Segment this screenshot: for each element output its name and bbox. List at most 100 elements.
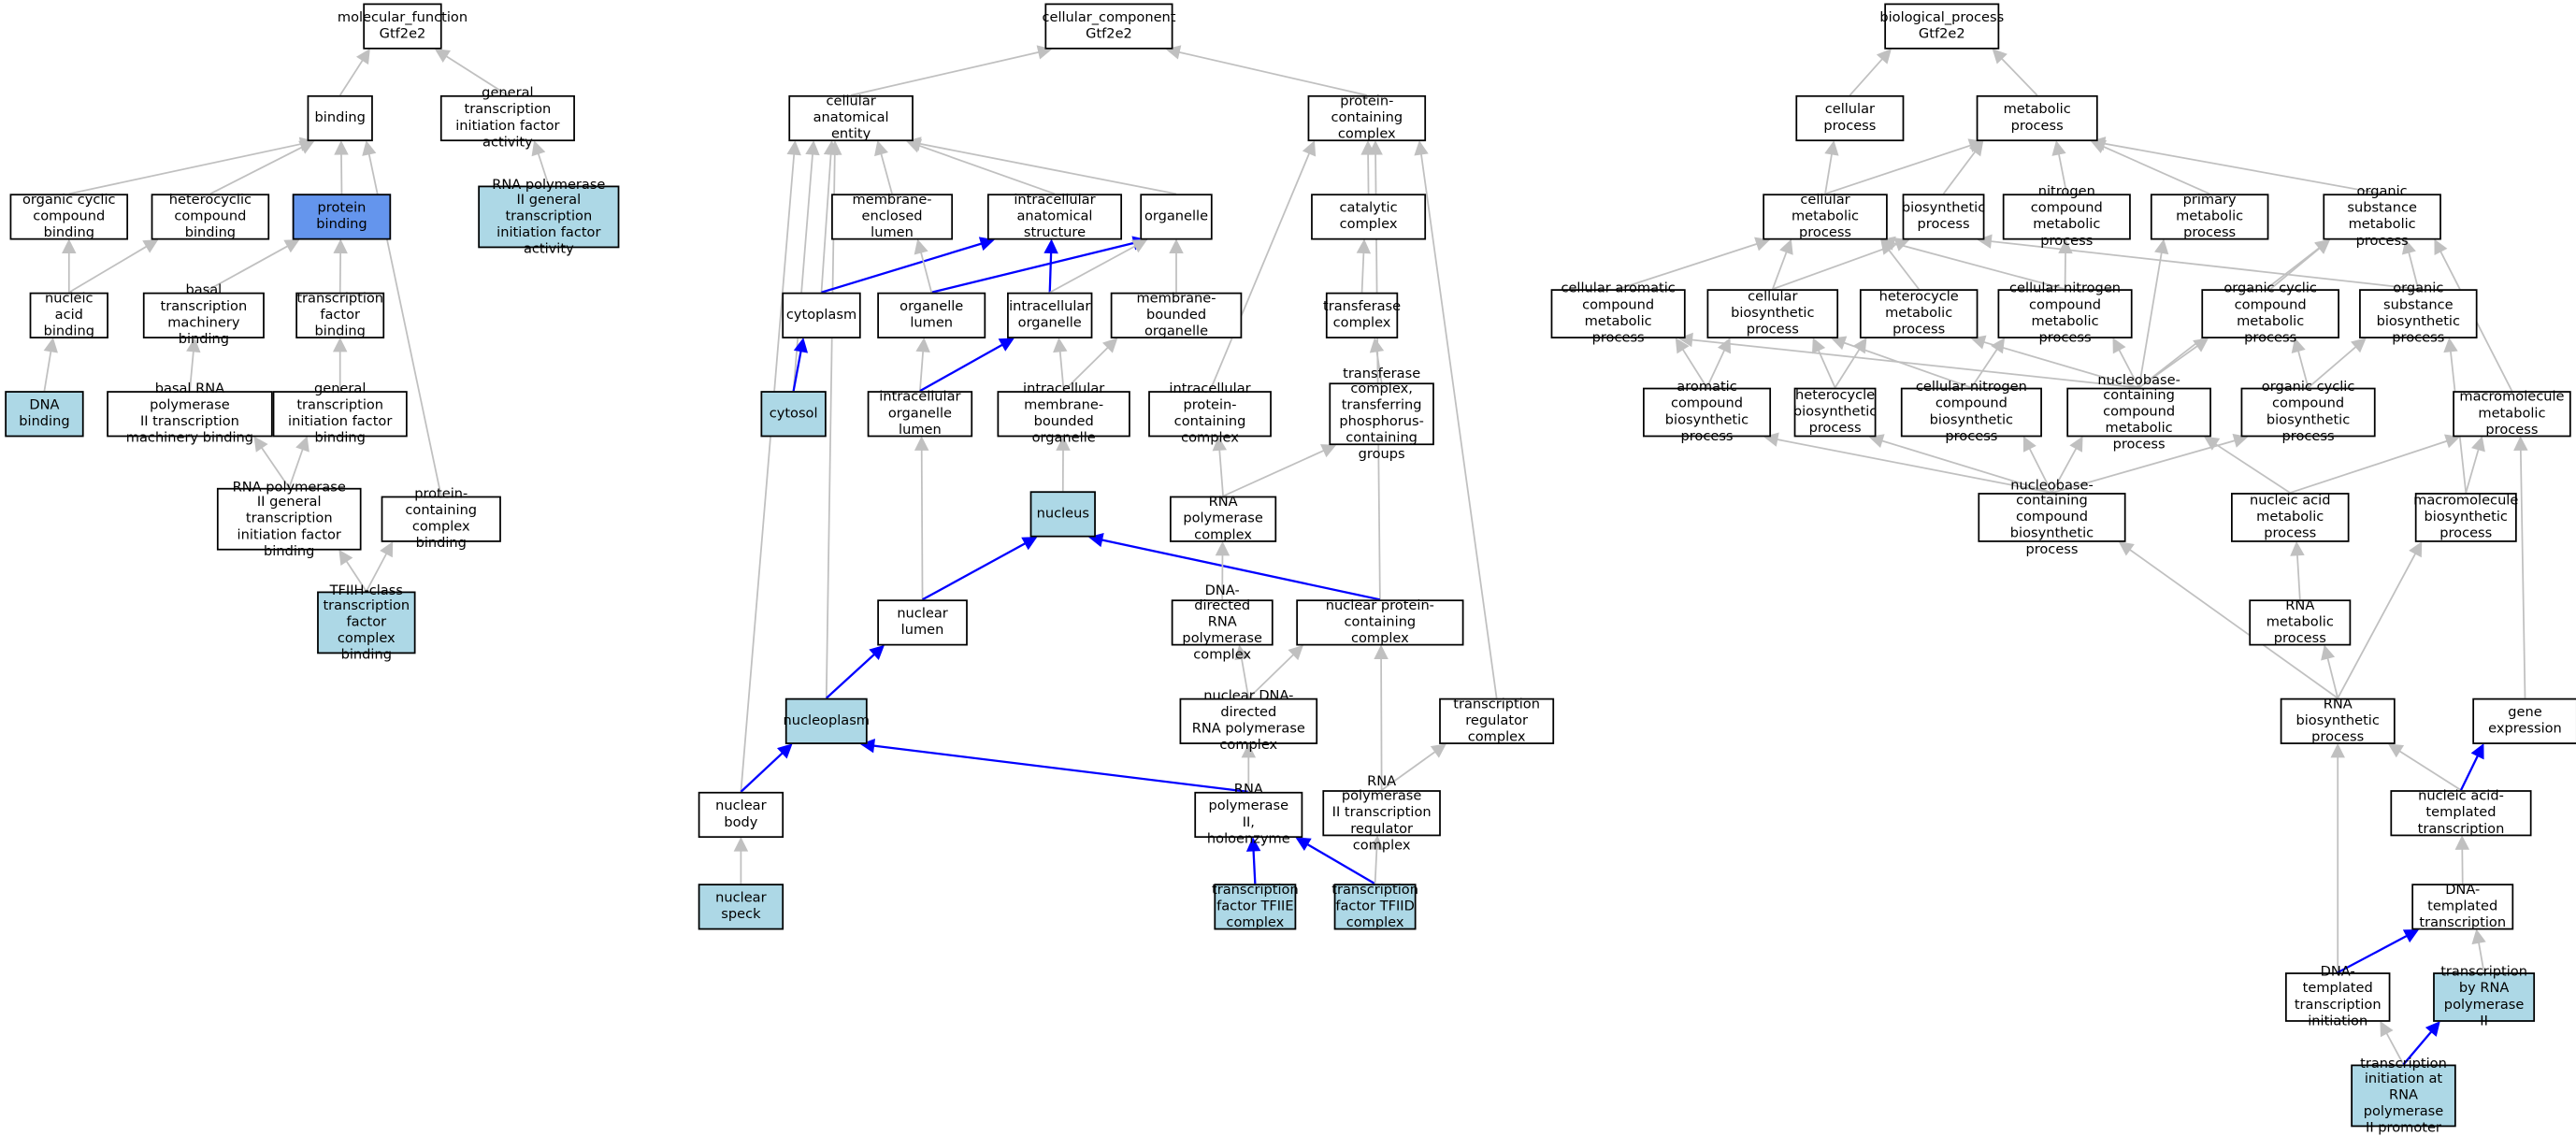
node-cc[interactable]: cellular_component Gtf2e2	[1044, 4, 1173, 50]
node-ge[interactable]: gene expression	[2472, 698, 2576, 744]
node-nucleus[interactable]: nucleus	[1030, 491, 1096, 537]
node-hmp[interactable]: heterocycle metabolic process	[1860, 289, 1979, 338]
node-osmp[interactable]: organic substance metabolic process	[2323, 194, 2441, 239]
node-tfb[interactable]: transcription factor binding	[295, 293, 384, 338]
node-pccb[interactable]: protein-containing complex binding	[381, 496, 501, 542]
node-rnapgtifb[interactable]: RNA polymerase II general transcription …	[217, 488, 362, 551]
edge-rnamp-to-namp	[2291, 542, 2304, 599]
node-rnapc[interactable]: RNA polymerase complex	[1170, 496, 1276, 542]
node-label: protein binding	[299, 201, 384, 233]
node-natt[interactable]: nucleic acid-templated transcription	[2390, 790, 2531, 836]
node-tfiie[interactable]: transcription factor TFIIE complex	[1214, 884, 1296, 929]
node-mf[interactable]: molecular_function Gtf2e2	[363, 4, 441, 50]
node-rnaptrc[interactable]: RNA polymerase II transcription regulato…	[1322, 790, 1441, 836]
node-gtifa[interactable]: general transcription initiation factor …	[440, 95, 575, 141]
node-bp[interactable]: biological_process Gtf2e2	[1884, 4, 1999, 50]
node-tirnap[interactable]: transcription initiation at RNA polymera…	[2351, 1065, 2455, 1128]
node-mbo[interactable]: membrane-bounded organelle	[1111, 293, 1243, 338]
node-ncmp[interactable]: nitrogen compound metabolic process	[2003, 194, 2131, 239]
node-gtifb[interactable]: general transcription initiation factor …	[273, 391, 408, 437]
node-occbp[interactable]: organic cyclic compound biosynthetic pro…	[2241, 388, 2376, 438]
node-binding[interactable]: binding	[308, 95, 373, 141]
node-organelle[interactable]: organelle	[1140, 194, 1212, 239]
node-cytosol[interactable]: cytosol	[760, 391, 826, 437]
node-tfiid[interactable]: transcription factor TFIID complex	[1334, 884, 1417, 929]
node-nbccmp[interactable]: nucleobase-containing compound metabolic…	[2066, 388, 2211, 438]
node-label: TFIIH-class transcription factor complex…	[323, 582, 410, 663]
node-rnapgtifa[interactable]: RNA polymerase II general transcription …	[478, 186, 619, 249]
node-ipcc[interactable]: intracellular protein-containing complex	[1148, 391, 1272, 437]
node-label: RNA metabolic process	[2255, 598, 2344, 647]
edge-ns-to-nb	[734, 838, 747, 884]
node-label: nuclear protein-containing complex	[1302, 598, 1457, 647]
node-mmp[interactable]: macromolecule metabolic process	[2453, 391, 2571, 437]
node-acbp[interactable]: aromatic compound biosynthetic process	[1643, 388, 1771, 438]
node-nb[interactable]: nuclear body	[698, 792, 784, 838]
node-ias[interactable]: intracellular anatomical structure	[987, 194, 1122, 239]
node-rnamp[interactable]: RNA metabolic process	[2249, 599, 2351, 645]
node-rnapholo[interactable]: RNA polymerase II, holoenzyme	[1194, 792, 1302, 838]
node-hcb[interactable]: heterocyclic compound binding	[151, 194, 270, 239]
node-hbp[interactable]: heterocycle biosynthetic process	[1794, 388, 1877, 438]
node-label: organic cyclic compound binding	[17, 193, 122, 241]
node-dtti[interactable]: DNA-templated transcription initiation	[2285, 972, 2390, 1022]
node-mbp[interactable]: macromolecule biosynthetic process	[2415, 493, 2517, 542]
node-dtt[interactable]: DNA-templated transcription	[2411, 884, 2513, 929]
node-dnab[interactable]: DNA binding	[5, 391, 83, 437]
node-label: DNA binding	[11, 398, 77, 430]
node-namp[interactable]: nucleic acid metabolic process	[2231, 493, 2350, 542]
node-tctpg[interactable]: transferase complex, transferring phosph…	[1329, 382, 1433, 445]
node-cytoplasm[interactable]: cytoplasm	[782, 293, 860, 338]
node-label: primary metabolic process	[2157, 193, 2262, 241]
node-rnabp[interactable]: RNA biosynthetic process	[2281, 698, 2396, 744]
edge-mp-to-bp	[1993, 50, 2036, 95]
node-ol[interactable]: organelle lumen	[877, 293, 986, 338]
edge-nb-to-cae	[741, 141, 800, 792]
node-label: RNA polymerase II general transcription …	[223, 479, 355, 559]
node-mp[interactable]: metabolic process	[1977, 95, 2098, 141]
node-nl[interactable]: nuclear lumen	[877, 599, 968, 645]
node-npcc[interactable]: nuclear protein-containing complex	[1296, 599, 1463, 645]
node-nbccbp[interactable]: nucleobase-containing compound biosynthe…	[1978, 493, 2125, 542]
node-tfiih[interactable]: TFIIH-class transcription factor complex…	[317, 592, 415, 654]
node-imbo[interactable]: intracellular membrane-bounded organelle	[997, 391, 1130, 437]
node-ddrnapc[interactable]: DNA-directed RNA polymerase complex	[1172, 599, 1274, 645]
node-bsp[interactable]: biosynthetic process	[1903, 194, 1985, 239]
node-tc[interactable]: transferase complex	[1326, 293, 1398, 338]
node-label: RNA polymerase II general transcription …	[484, 177, 612, 257]
node-osbp[interactable]: organic substance biosynthetic process	[2359, 289, 2478, 338]
node-iol[interactable]: intracellular organelle lumen	[868, 391, 972, 437]
node-pmp[interactable]: primary metabolic process	[2151, 194, 2269, 239]
node-catc[interactable]: catalytic complex	[1311, 194, 1426, 239]
node-cbp[interactable]: cellular biosynthetic process	[1707, 289, 1839, 338]
node-pb[interactable]: protein binding	[293, 194, 391, 239]
node-cae[interactable]: cellular anatomical entity	[788, 95, 914, 141]
node-label: binding	[315, 110, 366, 126]
node-label: nucleobase-containing compound biosynthe…	[1984, 477, 2119, 557]
node-cacmp[interactable]: cellular aromatic compound metabolic pro…	[1551, 289, 1686, 338]
node-trc[interactable]: transcription regulator complex	[1439, 698, 1554, 744]
node-btmb[interactable]: basal transcription machinery binding	[143, 293, 265, 338]
node-ns[interactable]: nuclear speck	[698, 884, 784, 929]
node-io[interactable]: intracellular organelle	[1007, 293, 1092, 338]
node-label: metabolic process	[1983, 102, 2092, 134]
node-occmp[interactable]: organic cyclic compound metabolic proces…	[2201, 289, 2339, 338]
node-trnap[interactable]: transcription by RNA polymerase II	[2433, 972, 2535, 1022]
node-cp[interactable]: cellular process	[1795, 95, 1904, 141]
node-nddrnapc[interactable]: nuclear DNA-directed RNA polymerase comp…	[1180, 698, 1318, 744]
node-nucleoplasm[interactable]: nucleoplasm	[785, 698, 868, 744]
node-mel[interactable]: membrane-enclosed lumen	[831, 194, 953, 239]
edge-nab-to-hcb	[69, 240, 158, 293]
node-cncmp[interactable]: cellular nitrogen compound metabolic pro…	[1998, 289, 2133, 338]
node-nab[interactable]: nucleic acid binding	[30, 293, 108, 338]
node-label: basal RNA polymerase II transcription ma…	[113, 381, 266, 446]
edge-pcc-to-cc	[1166, 46, 1366, 95]
node-label: organic cyclic compound metabolic proces…	[2208, 281, 2333, 346]
node-cncbp[interactable]: cellular nitrogen compound biosynthetic …	[1901, 388, 2042, 438]
node-brnap[interactable]: basal RNA polymerase II transcription ma…	[107, 391, 272, 437]
edge-natt-to-rnabp	[2389, 744, 2461, 790]
node-cmp[interactable]: cellular metabolic process	[1763, 194, 1888, 239]
edge-bsp-to-mp	[1944, 141, 1983, 194]
node-pcc[interactable]: protein-containing complex	[1308, 95, 1427, 141]
node-occb[interactable]: organic cyclic compound binding	[10, 194, 129, 239]
